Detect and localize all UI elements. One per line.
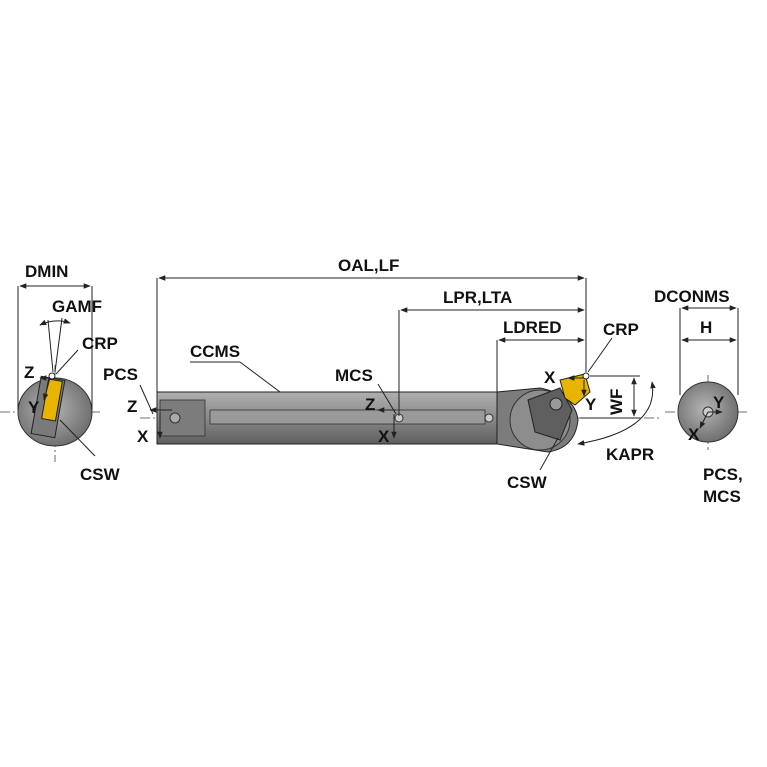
label-y-tip: Y <box>585 395 597 414</box>
insert-screw <box>549 397 563 411</box>
label-y-left: Y <box>28 398 40 417</box>
kapr-arc <box>577 381 656 446</box>
left-crp-leader <box>55 349 79 375</box>
label-z-left: Z <box>24 363 34 382</box>
label-mcs-end: MCS <box>703 487 741 506</box>
coolant-slot <box>209 409 486 425</box>
mcs-leader <box>377 383 397 415</box>
label-gamf: GAMF <box>52 297 102 316</box>
label-crp-right: CRP <box>603 320 639 339</box>
label-pcs-end: PCS, <box>703 465 743 484</box>
ccms-leader <box>239 361 281 393</box>
label-ccms: CCMS <box>190 342 240 361</box>
label-x-mcs: X <box>378 427 390 446</box>
right-end-view <box>665 305 750 450</box>
left-end-view <box>0 283 100 462</box>
label-x-main: X <box>137 427 149 446</box>
label-crp-left: CRP <box>82 334 118 353</box>
label-oal-lf: OAL,LF <box>338 256 399 275</box>
pcs-dot <box>169 412 181 424</box>
label-z-main: Z <box>127 397 137 416</box>
right-csw-leader <box>539 437 559 471</box>
label-pcs-main: PCS <box>103 365 138 384</box>
label-kapr: KAPR <box>606 445 654 464</box>
right-x-axis <box>699 411 709 429</box>
right-crp-point <box>582 372 590 380</box>
label-csw-right: CSW <box>507 473 548 492</box>
head-dot <box>484 413 494 423</box>
left-crp-point <box>48 372 56 380</box>
left-csw-leader <box>59 419 96 457</box>
left-y-axis <box>42 377 51 401</box>
label-dmin: DMIN <box>25 262 68 281</box>
gamf-line-2 <box>54 317 63 373</box>
label-csw-left: CSW <box>80 465 121 484</box>
label-ldred: LDRED <box>503 318 562 337</box>
label-h: H <box>700 318 712 337</box>
label-wf: WF <box>607 389 626 415</box>
label-y-end: Y <box>713 393 725 412</box>
label-z-mcs: Z <box>365 395 375 414</box>
shank-end-detail <box>159 399 206 437</box>
main-side-view <box>139 275 660 471</box>
label-x-tip: X <box>544 368 556 387</box>
gamf-line-1 <box>47 319 54 373</box>
label-mcs: MCS <box>335 366 373 385</box>
gamf-arc <box>39 318 71 326</box>
labels: DMIN GAMF CRP Z Y CSW PCS Z X CCMS OAL,L… <box>24 256 743 506</box>
right-crp-leader <box>587 337 613 373</box>
label-lpr-lta: LPR,LTA <box>443 288 512 307</box>
label-x-end: X <box>688 425 700 444</box>
label-dconms: DCONMS <box>654 287 730 306</box>
